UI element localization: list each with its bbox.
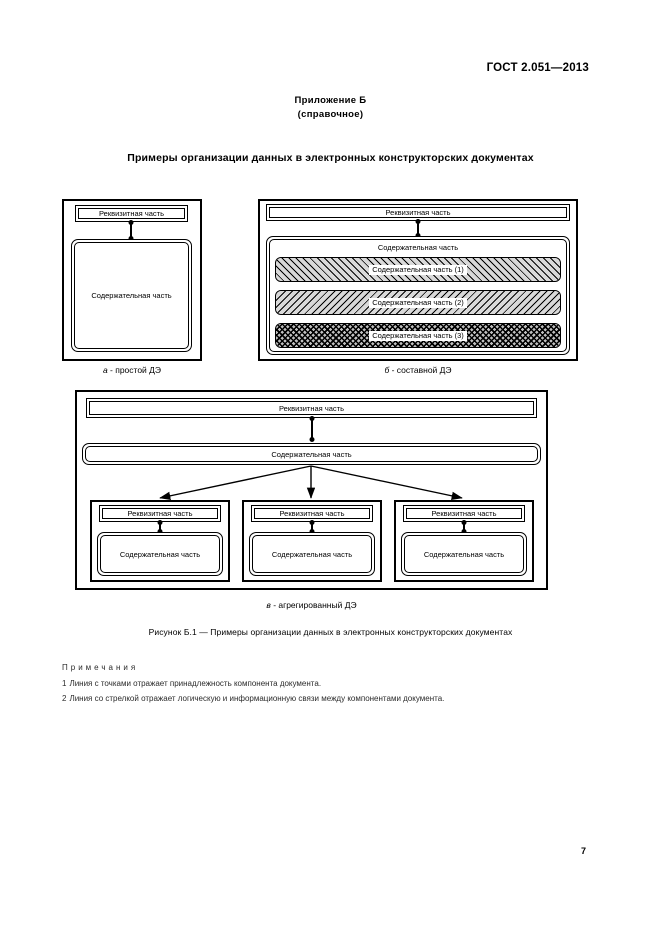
diagram-c-content-label: Содержательная часть bbox=[271, 449, 352, 459]
diagram-c-child-1-requisite-label: Реквизитная часть bbox=[127, 509, 193, 518]
diagram-b-ownership-connector bbox=[417, 221, 419, 236]
diagram-a-requisite-label: Реквизитная часть bbox=[99, 209, 164, 218]
diagram-c-child-3-content-box: Содержательная часть bbox=[401, 532, 527, 576]
diagram-b-part-1-label: Содержательная часть (1) bbox=[369, 264, 467, 275]
diagram-c-child-1-content-box: Содержательная часть bbox=[97, 532, 223, 576]
diagram-a-content-box: Содержательная часть bbox=[71, 239, 192, 352]
diagram-c-child-2-connector bbox=[311, 522, 313, 532]
diagram-a-caption-letter: а bbox=[102, 365, 108, 375]
diagram-b-caption: б - составной ДЭ bbox=[258, 365, 578, 375]
diagram-c-child-2-content-box: Содержательная часть bbox=[249, 532, 375, 576]
figure-caption: Рисунок Б.1 — Примеры организации данных… bbox=[148, 627, 513, 637]
diagram-c-caption: в - агрегированный ДЭ bbox=[75, 600, 548, 610]
diagram-b-part-1: Содержательная часть (1) bbox=[275, 257, 561, 282]
diagram-b-part-3: Содержательная часть (3) bbox=[275, 323, 561, 348]
diagram-c-requisite-box: Реквизитная часть bbox=[86, 398, 537, 418]
annex-subtitle: (справочное) bbox=[297, 109, 364, 120]
diagram-b-content-label: Содержательная часть bbox=[377, 243, 459, 252]
diagram-c-child-3-requisite-label: Реквизитная часть bbox=[431, 509, 497, 518]
diagram-c-child-3-content-label: Содержательная часть bbox=[423, 549, 505, 559]
annex-heading: Приложение Б (справочное) bbox=[0, 94, 661, 122]
diagram-b-requisite-label: Реквизитная часть bbox=[385, 208, 451, 217]
notes-heading: Примечания bbox=[62, 663, 139, 672]
diagram-c-child-2-requisite-label: Реквизитная часть bbox=[279, 509, 345, 518]
page-title: Примеры организации данных в электронных… bbox=[127, 152, 534, 164]
diagram-c-child-1-content-label: Содержательная часть bbox=[119, 549, 201, 559]
diagram-c-ownership-connector bbox=[311, 418, 313, 440]
diagram-a-ownership-connector bbox=[130, 222, 132, 239]
diagram-b-part-2: Содержательная часть (2) bbox=[275, 290, 561, 315]
diagram-c-child-3-connector bbox=[463, 522, 465, 532]
diagram-c-caption-letter: в bbox=[266, 600, 271, 610]
diagram-c-caption-text: - агрегированный ДЭ bbox=[270, 600, 357, 610]
diagram-a-caption: а - простой ДЭ bbox=[62, 365, 202, 375]
page-number: 7 bbox=[580, 846, 586, 856]
diagram-c-child-2-content-label: Содержательная часть bbox=[271, 549, 353, 559]
diagram-b-part-2-label: Содержательная часть (2) bbox=[369, 297, 467, 308]
diagram-c-child-2-requisite-box: Реквизитная часть bbox=[251, 505, 373, 522]
diagram-b-caption-text: - составной ДЭ bbox=[389, 365, 452, 375]
note-number: 2 bbox=[62, 694, 67, 703]
diagram-a-content-label: Содержательная часть bbox=[91, 291, 172, 300]
annex-title: Приложение Б bbox=[294, 95, 367, 106]
standard-designation: ГОСТ 2.051—2013 bbox=[486, 62, 589, 74]
diagram-c-requisite-label: Реквизитная часть bbox=[279, 403, 344, 413]
note-text: Линия со стрелкой отражает логическую и … bbox=[69, 694, 445, 703]
note-number: 1 bbox=[62, 679, 67, 688]
diagram-c-child-1-connector bbox=[159, 522, 161, 532]
note-text: Линия с точками отражает принадлежность … bbox=[69, 679, 322, 688]
diagram-c-content-box: Содержательная часть bbox=[82, 443, 541, 465]
diagram-b-caption-letter: б bbox=[384, 365, 390, 375]
diagram-b-part-3-label: Содержательная часть (3) bbox=[369, 330, 467, 341]
diagram-a-caption-text: - простой ДЭ bbox=[107, 365, 162, 375]
